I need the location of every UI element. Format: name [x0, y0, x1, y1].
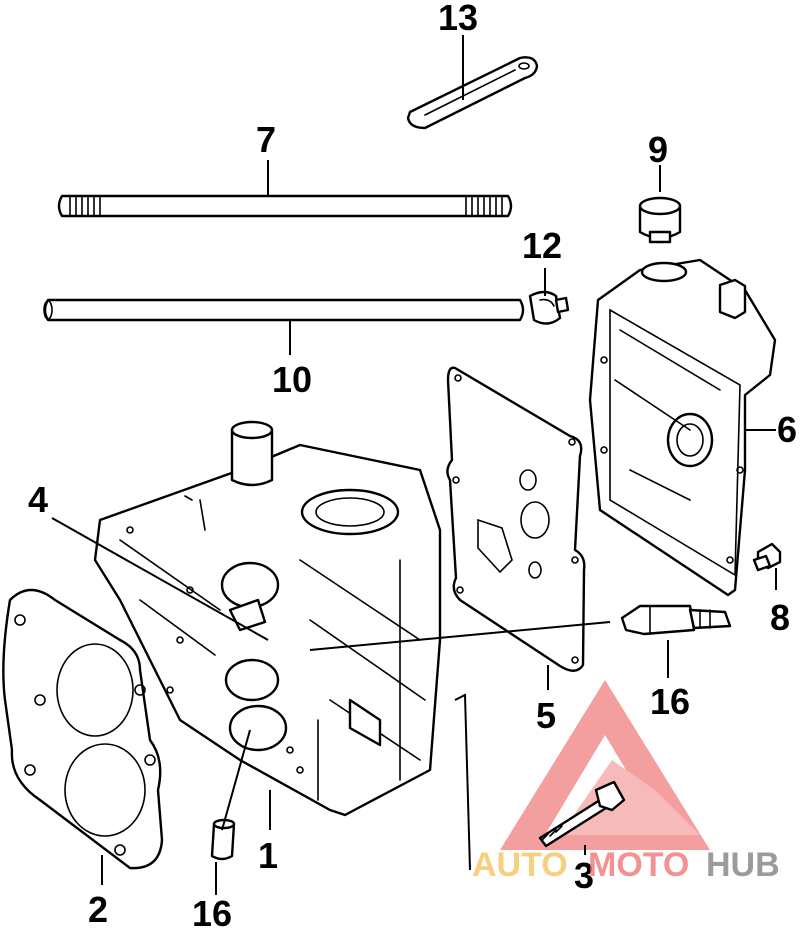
part-dowel-pin [210, 818, 236, 861]
part-gasket-plate [446, 366, 586, 672]
callout-12: 13 [438, 0, 478, 38]
part-cylinder-head [93, 420, 442, 817]
callout-1: 1 [258, 835, 278, 876]
callout-8: 8 [770, 597, 790, 638]
watermark-auto: AUTO [472, 846, 568, 884]
callout-13: 16 [650, 681, 690, 722]
part-head-gasket [2, 588, 164, 870]
callout-4: 4 [28, 479, 48, 520]
callout-3: 3 [574, 855, 594, 896]
callout-6: 6 [777, 409, 797, 450]
part-bracket-strap [406, 56, 539, 130]
callout-16: 16 [192, 893, 232, 929]
part-cover-housing [588, 258, 777, 597]
leader-lines [51, 35, 777, 895]
callout-9: 9 [648, 129, 668, 170]
watermark-moto: MOTO [588, 846, 689, 884]
callout-5: 5 [536, 695, 556, 736]
part-small-bolt [752, 542, 782, 572]
part-spark-plug [620, 604, 732, 636]
callout-labels: 13 7 9 12 10 6 4 8 16 5 1 3 2 16 [28, 0, 797, 929]
part-long-bolt [538, 780, 626, 848]
callout-10: 10 [272, 359, 312, 400]
watermark-text: AUTO MOTO HUB [472, 846, 780, 884]
callout-11: 12 [522, 225, 562, 266]
part-cap [638, 196, 682, 244]
part-threaded-rod [57, 194, 513, 218]
watermark-hub: HUB [706, 846, 780, 884]
part-clip [528, 290, 570, 325]
part-tube [43, 298, 525, 322]
callout-2: 2 [88, 889, 108, 929]
callout-7: 7 [256, 119, 276, 160]
